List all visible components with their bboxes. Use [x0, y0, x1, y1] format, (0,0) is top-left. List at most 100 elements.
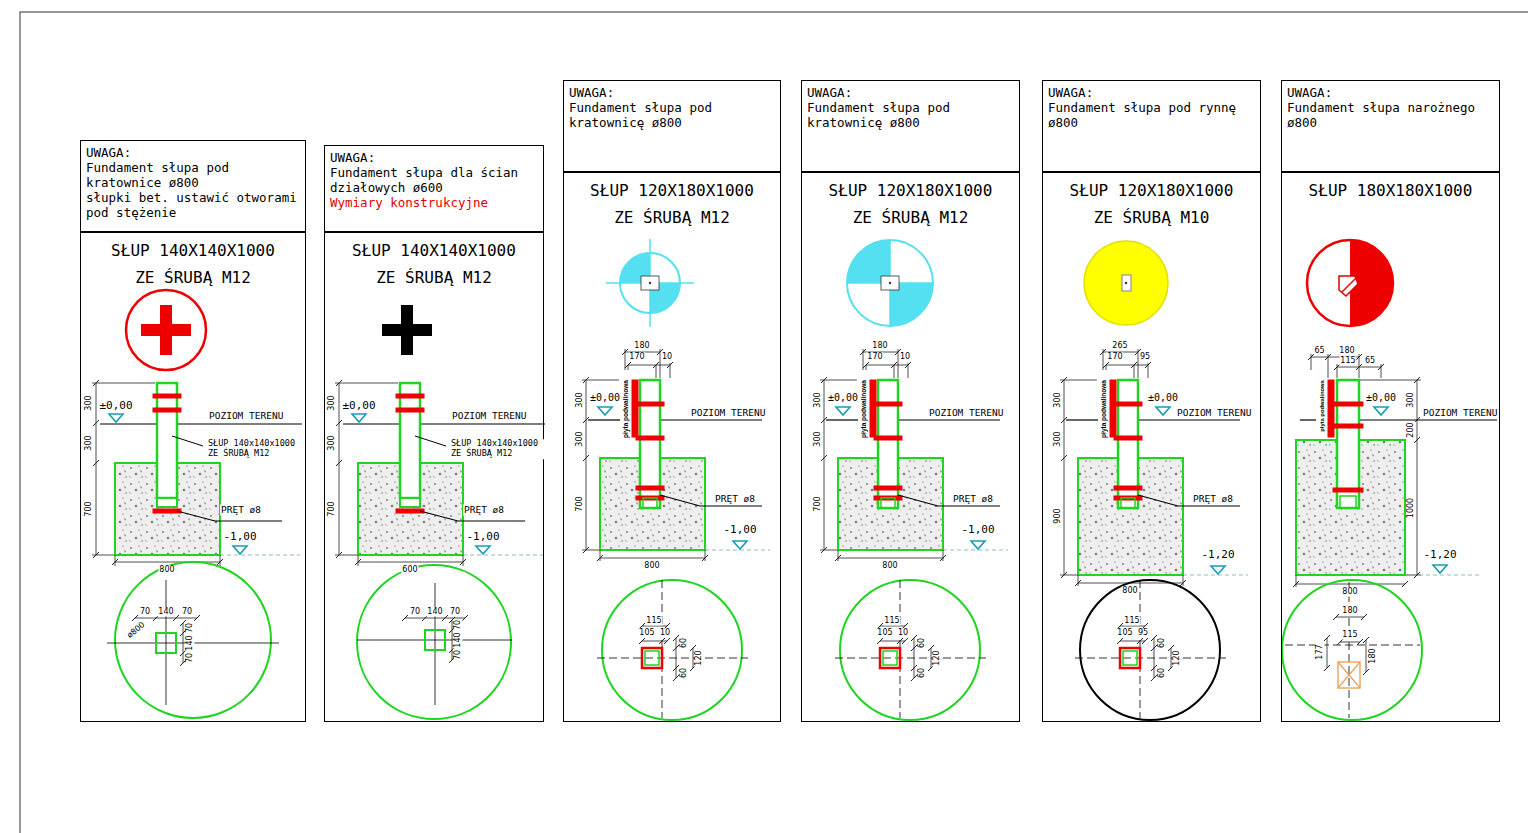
dimension-text: 95 [1139, 352, 1151, 361]
dimension-tick [132, 615, 138, 621]
dimension-line [628, 365, 670, 366]
dimension-text: 180 [1338, 346, 1355, 355]
dimension-text: 800 [158, 565, 175, 574]
axis-line [166, 580, 167, 705]
detail-panel: SŁUP 120X180X1000 ZE ŚRUBĄ M10 [1042, 172, 1261, 722]
dimension-text: 300 [1406, 391, 1415, 408]
dimension-text: 180 [871, 341, 888, 350]
dimension-line [693, 648, 694, 668]
extension-line [582, 380, 619, 381]
dimension-text: 115 [883, 616, 900, 625]
dimension-tick [911, 675, 917, 681]
dimension-text: 65 [1313, 346, 1325, 355]
extension-line [863, 349, 864, 370]
level-marker [233, 546, 247, 554]
dimension-tick [911, 665, 917, 671]
plan-circle [115, 562, 271, 718]
note-text: Fundament słupa pod kratownicę ø800 [569, 100, 775, 130]
dimension-text: 600 [401, 565, 418, 574]
dimension-text: 800 [1121, 586, 1138, 595]
dimension-tick [583, 455, 589, 461]
dimension-tick [1361, 614, 1367, 620]
dimension-tick [1151, 665, 1157, 671]
dimension-text: 115 [1123, 616, 1140, 625]
dimension-line [586, 380, 587, 550]
callout-text: PRĘT ø8 [220, 505, 262, 516]
level-mark-text: -1,00 [722, 524, 757, 537]
axis-line [1285, 645, 1420, 646]
dimension-tick [639, 638, 645, 644]
extension-line [1103, 349, 1104, 370]
post-section [883, 651, 897, 665]
dimension-line [1171, 648, 1172, 668]
symbol-dot [889, 282, 891, 284]
dimension-line [1120, 641, 1145, 642]
ground-level-text: POZIOM TERENU [208, 411, 284, 422]
symbol-post [1339, 276, 1358, 296]
dimension-tick [1151, 635, 1157, 641]
ground-line [826, 419, 858, 420]
dimension-text: 170 [1106, 352, 1123, 361]
dimension-tick [911, 645, 917, 651]
dimension-line [1154, 638, 1155, 678]
base-plate [1340, 496, 1356, 508]
dimension-text: 120 [694, 649, 703, 666]
bolt [153, 408, 181, 412]
dimension-tick [1142, 638, 1148, 644]
leader-line [415, 436, 446, 446]
level-marker [476, 546, 490, 554]
dimension-text: 800 [881, 561, 898, 570]
dimension-text: 60 [1157, 667, 1166, 679]
note-heading: UWAGA: [569, 85, 775, 100]
level-mark-text: -1,00 [222, 531, 257, 544]
note-heading: UWAGA: [1048, 85, 1255, 100]
detail-panel: SŁUP 140X140X1000 ZE ŚRUBĄ M12 [324, 232, 544, 722]
extension-line [838, 550, 839, 561]
dimension-text: 70 [453, 619, 462, 631]
ground-line [100, 423, 302, 424]
dimension-text: 105 [876, 628, 893, 637]
dimension-text: ø800 [125, 619, 148, 640]
dimension-text: 700 [327, 500, 336, 517]
dimension-tick [664, 638, 670, 644]
bolt [1333, 488, 1363, 492]
level-mark-text: ±0,00 [589, 392, 621, 404]
note-box: UWAGA:Fundament słupa narożnego ø800 [1281, 80, 1500, 172]
plate-text: płyta podwalinowa [1319, 379, 1326, 433]
dimension-text: 300 [813, 430, 822, 447]
dimension-tick [1151, 675, 1157, 681]
symbol-axis [1342, 278, 1356, 292]
callout-text: SŁUP 140x140x1000 ZE ŚRUBĄ M12 [450, 439, 544, 459]
dimension-text: 65 [1364, 356, 1376, 365]
dimension-tick [659, 638, 665, 644]
dimension-text: 300 [575, 430, 584, 447]
dimension-text: 800 [643, 561, 660, 570]
axis-line [597, 658, 748, 659]
symbol-axis [847, 282, 933, 284]
post-section [156, 633, 176, 653]
extension-line [582, 550, 600, 551]
dimension-text: 170 [628, 352, 645, 361]
dimension-text: 700 [575, 495, 584, 512]
ground-line [660, 419, 762, 420]
extension-line [115, 555, 116, 566]
dimension-tick [402, 615, 408, 621]
dimension-tick [897, 638, 903, 644]
bolt [1333, 402, 1363, 406]
level-marker [598, 407, 612, 415]
dimension-tick [336, 420, 342, 426]
dimension-text: 180 [1368, 647, 1377, 664]
axis-line [835, 658, 986, 659]
dimension-text: 140 [453, 631, 462, 648]
dimension-tick [673, 665, 679, 671]
dimension-tick [1137, 638, 1143, 644]
bolt [874, 436, 902, 440]
post-title: SŁUP 180X180X1000 [1298, 177, 1483, 204]
level-line [1183, 575, 1248, 576]
level-line [943, 550, 1008, 551]
symbol-axis [889, 240, 891, 326]
ground-line [898, 419, 1000, 420]
plate-text: płyta podwalinowa [1100, 379, 1107, 439]
dimension-text: 105 [1116, 628, 1133, 637]
